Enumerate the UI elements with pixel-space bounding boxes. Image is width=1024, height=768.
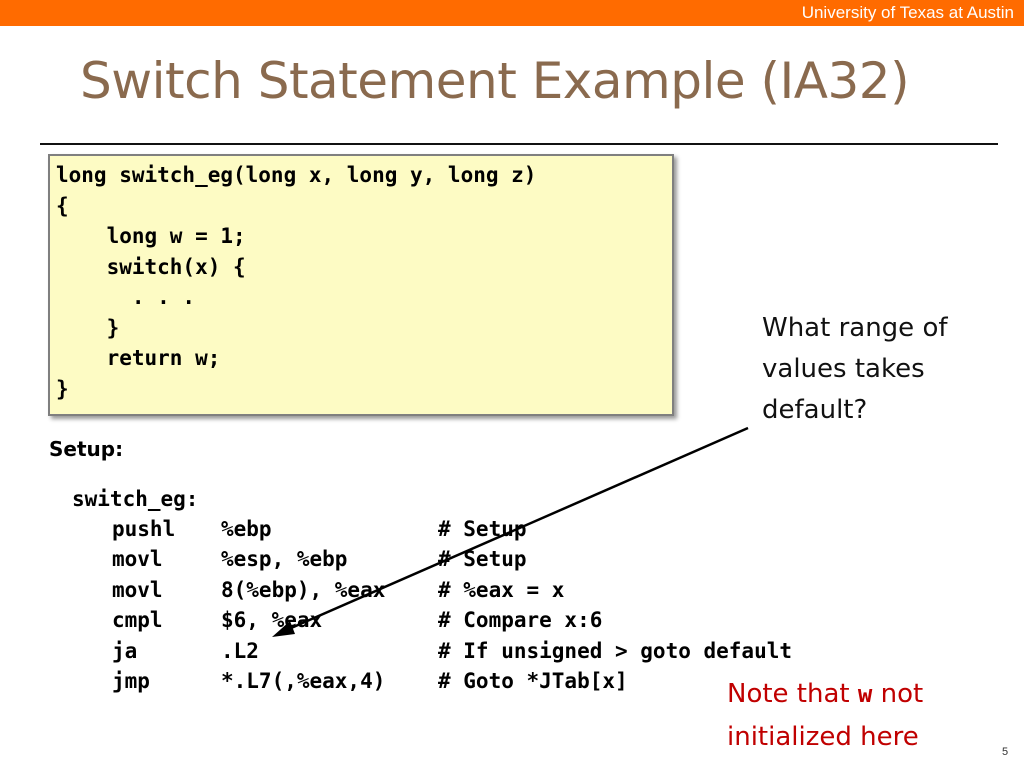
note-callout: Note that w not initialized here	[727, 673, 923, 759]
c-code-line: {	[56, 194, 69, 218]
asm-label: switch_eg:	[72, 487, 199, 511]
asm-comment: # Compare x:6	[438, 608, 603, 632]
question-line: values takes	[762, 354, 925, 384]
asm-operands: .L2	[221, 639, 259, 663]
note-line-2: initialized here	[727, 722, 919, 752]
asm-comment: # If unsigned > goto default	[438, 639, 793, 663]
arrow-line	[281, 426, 749, 634]
c-code-line: }	[56, 377, 69, 401]
asm-instr: pushl	[112, 517, 176, 541]
c-code-box: long switch_eg(long x, long y, long z) {…	[48, 154, 674, 416]
asm-instr: movl	[112, 578, 163, 602]
c-code-line: }	[56, 316, 120, 340]
note-prefix: Note that	[727, 679, 850, 709]
note-code-word: w	[857, 680, 873, 708]
setup-label: Setup:	[49, 437, 124, 461]
asm-comment: # %eax = x	[438, 578, 565, 602]
slide-title: Switch Statement Example (IA32)	[80, 52, 910, 110]
header-bar: University of Texas at Austin	[0, 0, 1024, 26]
c-code-line: long switch_eg(long x, long y, long z)	[56, 163, 537, 187]
asm-instr: movl	[112, 547, 163, 571]
page-number: 5	[1002, 746, 1009, 758]
asm-instr: jmp	[112, 669, 150, 693]
asm-operands: *.L7(,%eax,4)	[221, 669, 386, 693]
asm-operands: %ebp	[221, 517, 272, 541]
asm-comment: # Setup	[438, 547, 527, 571]
c-code-line: . . .	[56, 285, 196, 309]
asm-instr: ja	[112, 639, 138, 663]
arrow-head	[272, 621, 295, 637]
institution-name: University of Texas at Austin	[801, 3, 1014, 22]
note-line-1: Note that w not	[727, 673, 923, 716]
c-code-line: switch(x) {	[56, 255, 246, 279]
asm-operands: 8(%ebp), %eax	[221, 578, 386, 602]
asm-comment: # Setup	[438, 517, 527, 541]
asm-operands: %esp, %ebp	[221, 547, 348, 571]
c-code-line: return w;	[56, 346, 221, 370]
asm-instr: cmpl	[112, 608, 163, 632]
question-line: default?	[762, 395, 868, 425]
title-divider	[40, 143, 998, 145]
note-suffix: not	[880, 679, 924, 709]
c-code-line: long w = 1;	[56, 224, 246, 248]
asm-operands: $6, %eax	[221, 608, 323, 632]
asm-comment: # Goto *JTab[x]	[438, 669, 628, 693]
question-line: What range of	[762, 313, 948, 343]
question-callout: What range of values takes default?	[762, 308, 992, 431]
